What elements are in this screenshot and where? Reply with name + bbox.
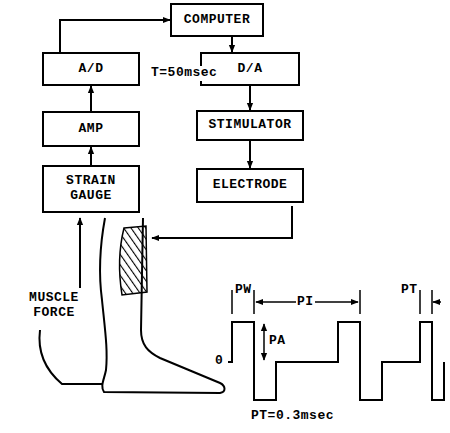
box-label: A/D [79,62,104,77]
signal-arrow [90,147,92,165]
stimulus-wire [152,206,292,238]
box-label: STIMULATOR [208,118,291,133]
force-line [39,330,103,384]
signal-arrow [60,20,170,52]
sample-period: T=50msec [150,66,218,81]
electrode-wrap [120,226,147,295]
box-label: COMPUTER [184,13,250,28]
pulse-time-label: PT [400,283,419,298]
baseline-label: 0 [214,354,224,369]
pulse-width-label: PW [234,283,253,298]
box-label: ELECTRODE [213,178,288,193]
signal-arrow [90,86,92,111]
pulse-interval-label: PI [296,295,315,310]
pulse-amplitude-label: PA [268,334,287,349]
leg-outline [100,218,225,393]
box-label: D/A [238,62,263,77]
signal-arrow [249,141,251,168]
pt-tick [431,290,433,314]
force-arrow [79,218,81,288]
pulse-time-value: PT=0.3msec [250,409,335,424]
pw-tick [231,290,233,314]
stimulator-box: STIMULATOR [196,110,304,141]
amplifier-box: AMP [42,111,140,147]
pt-arrow [433,301,441,303]
box-label: STRAIN GAUGE [50,174,132,204]
sensor-box: STRAIN GAUGE [42,165,140,213]
box-label: AMP [79,122,104,137]
signal-name: MUSCLE FORCE [20,291,88,321]
signal-arrow [231,37,233,52]
converter-box: A/D [42,52,140,86]
pw-tick [253,290,255,314]
pa-arrow [263,324,265,360]
pulse-waveform [228,322,444,400]
electrode-box: ELECTRODE [196,168,304,203]
pi-tick [359,290,361,314]
signal-arrow [249,86,251,110]
computer-box: COMPUTER [170,3,264,37]
pt-tick [419,290,421,314]
